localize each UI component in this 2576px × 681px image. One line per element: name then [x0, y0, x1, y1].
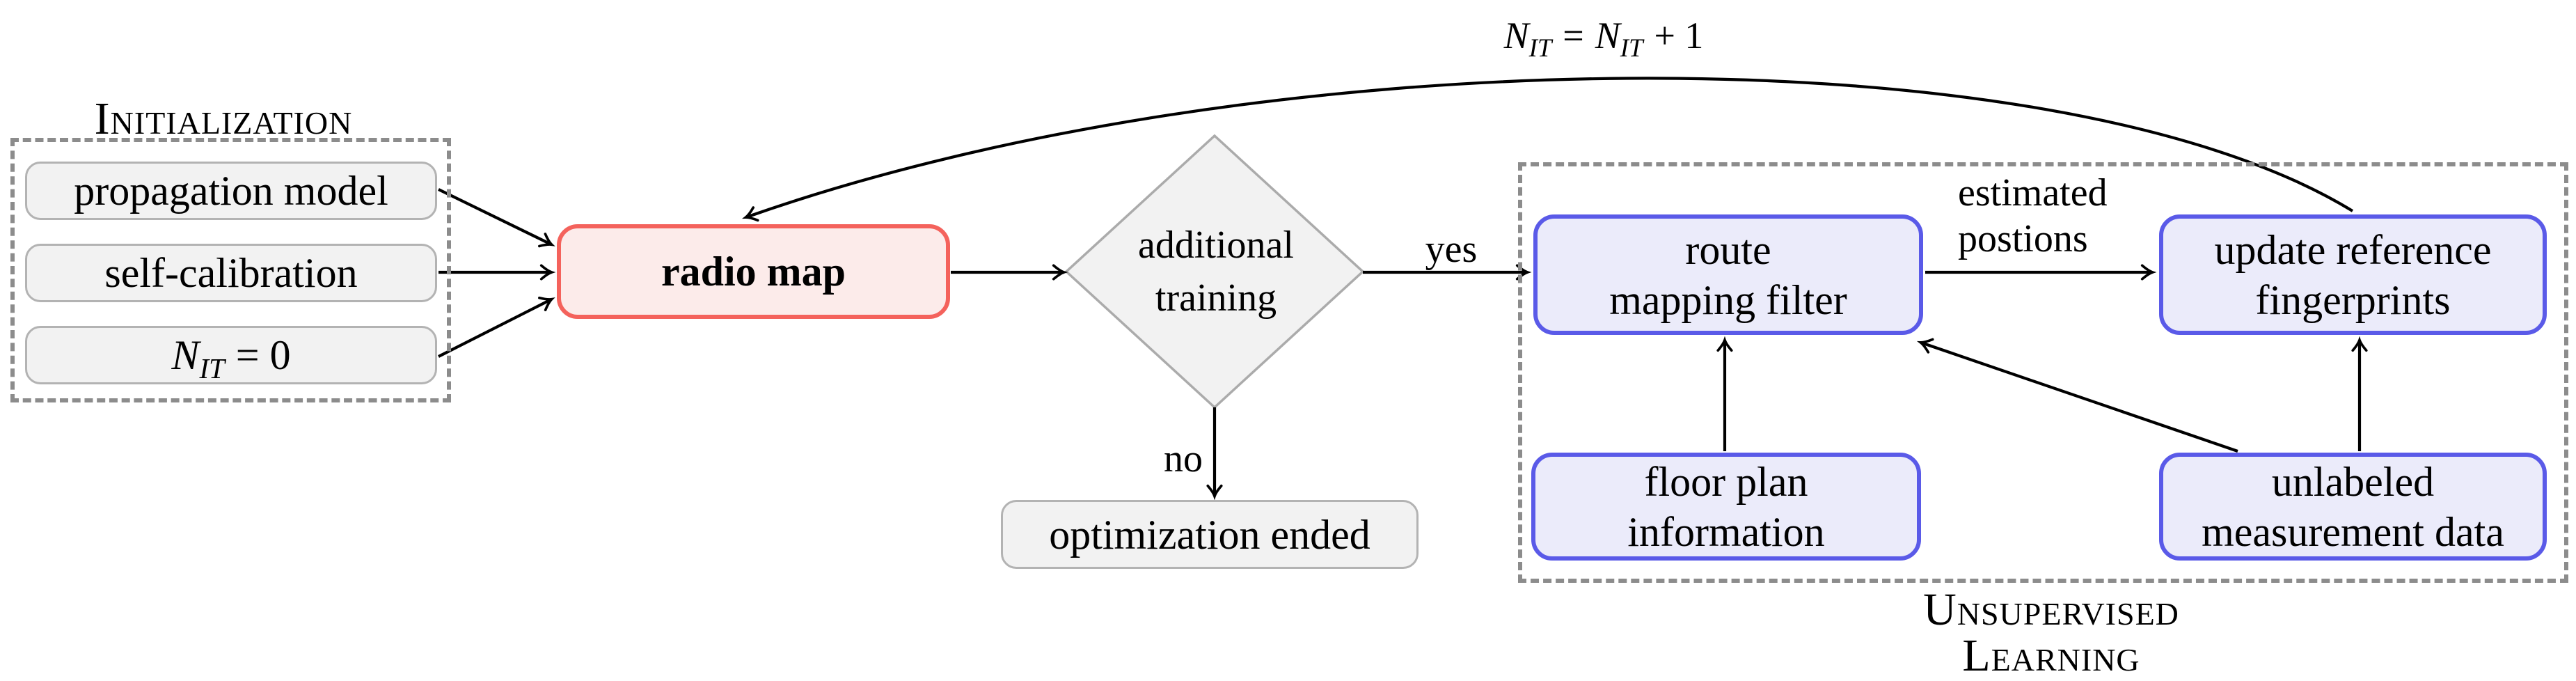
floor-plan-information-line1: floor plan — [1644, 458, 1808, 505]
estimated-positions-line2: postions — [1958, 217, 2088, 260]
math-n-subscript: IT — [199, 353, 225, 384]
estimated-positions-line1: estimated — [1958, 171, 2108, 214]
node-decision-additional-training: additional training — [1101, 209, 1331, 334]
decision-label-line2: training — [1155, 276, 1277, 320]
node-propagation-model-label: propagation model — [74, 168, 388, 214]
edge-label-iteration-increment: NIT=NIT+ 1 — [1395, 13, 1812, 61]
decision-label-line1: additional — [1138, 224, 1294, 267]
edge-label-estimated-positions: estimated postions — [1958, 170, 2108, 262]
unsupervised-learning-group-box — [1518, 162, 2568, 583]
edge-propagation-to-radio-map — [438, 188, 555, 248]
node-optimization-ended-label: optimization ended — [1049, 511, 1370, 558]
node-self-calibration: self-calibration — [25, 244, 437, 302]
node-route-mapping-filter: route mapping filter — [1533, 214, 1923, 335]
math-n: N — [171, 332, 200, 378]
node-propagation-model: propagation model — [25, 162, 437, 220]
iter-equals: = — [1563, 15, 1584, 56]
node-radio-map: radio map — [557, 224, 950, 319]
iter-n2-subscript: IT — [1620, 33, 1643, 62]
node-self-calibration-label: self-calibration — [104, 250, 358, 296]
edge-label-yes: yes — [1425, 228, 1478, 271]
node-floor-plan-information: floor plan information — [1531, 453, 1921, 561]
edge-label-no: no — [1164, 437, 1203, 480]
node-unlabeled-measurement-data: unlabeled measurement data — [2159, 453, 2547, 561]
iter-n1: N — [1503, 15, 1529, 56]
iter-n1-subscript: IT — [1528, 33, 1552, 62]
node-update-reference-fingerprints: update reference fingerprints — [2159, 214, 2547, 335]
flowchart-canvas: Initialization Unsupervised Learning pro… — [10, 13, 2568, 679]
initialization-group-box — [10, 138, 451, 402]
edge-ninit-to-radio-map — [438, 296, 555, 358]
math-rest: = 0 — [235, 332, 291, 378]
node-iteration-counter-init: NIT = 0 — [25, 326, 437, 384]
unlabeled-measurement-data-line2: measurement data — [2202, 508, 2504, 555]
route-mapping-filter-line2: mapping filter — [1609, 276, 1847, 323]
update-reference-fingerprints-line2: fingerprints — [2255, 276, 2451, 323]
iter-n2: N — [1595, 15, 1620, 56]
iter-plus-one: + 1 — [1654, 15, 1704, 56]
route-mapping-filter-line1: route — [1685, 226, 1771, 273]
initialization-group-label: Initialization — [94, 93, 353, 144]
node-optimization-ended: optimization ended — [1001, 500, 1419, 569]
update-reference-fingerprints-line1: update reference — [2214, 226, 2492, 273]
unlabeled-measurement-data-line1: unlabeled — [2271, 458, 2435, 505]
floor-plan-information-line2: information — [1627, 508, 1825, 555]
node-iteration-counter-init-label: NIT = 0 — [171, 330, 291, 383]
unsupervised-learning-group-label: Unsupervised Learning — [1923, 584, 2179, 681]
node-radio-map-label: radio map — [661, 249, 846, 295]
